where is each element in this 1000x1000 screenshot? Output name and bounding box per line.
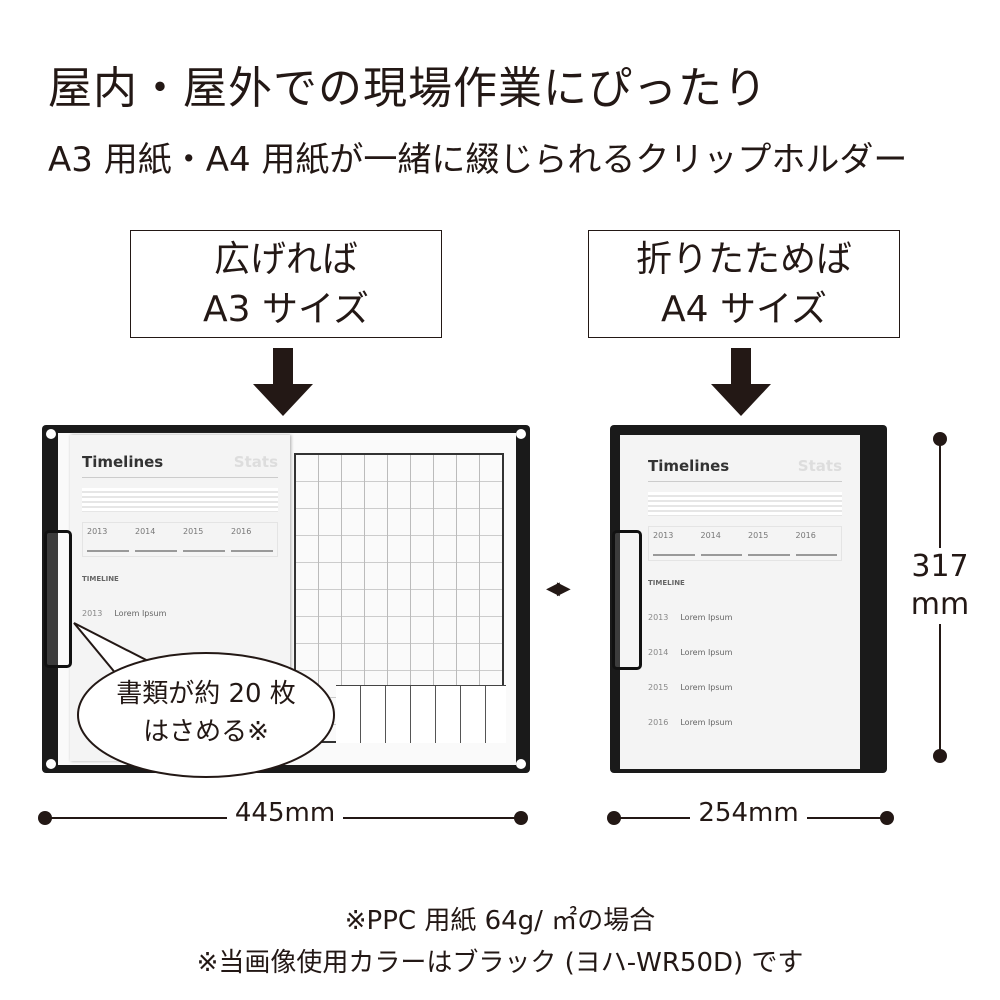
subheadline: A3 用紙・A4 用紙が一緒に綴じられるクリップホルダー <box>48 140 908 180</box>
dimension-dot <box>514 811 528 825</box>
footnote-color: ※当画像使用カラーはブラック (ヨハ-WR50D) です <box>196 948 804 978</box>
item-year: 2013 <box>82 609 103 618</box>
a4-label-box: 折りたためば A4 サイズ <box>588 230 900 338</box>
height-value: 317 <box>911 549 969 584</box>
dimension-dot <box>880 811 894 825</box>
item-label: Lorem Ipsum <box>680 718 733 727</box>
item-label: Lorem Ipsum <box>680 613 733 622</box>
a3-label-line2: A3 サイズ <box>203 289 369 330</box>
dimension-dot <box>38 811 52 825</box>
year: 2015 <box>748 531 790 556</box>
height-label: 317 mm <box>902 548 978 624</box>
doc-section: TIMELINE <box>648 579 685 587</box>
a4-width-label: 254mm <box>690 798 807 828</box>
year: 2015 <box>183 527 225 552</box>
year: 2013 <box>653 531 695 556</box>
fold-arrows-icon: ◀▶ <box>546 578 571 599</box>
item-year: 2014 <box>648 648 669 657</box>
hole <box>516 429 526 439</box>
hole <box>46 429 56 439</box>
doc-tab: Stats <box>233 453 278 471</box>
a3-label-box: 広げれば A3 サイズ <box>130 230 442 338</box>
item-label: Lorem Ipsum <box>680 683 733 692</box>
speech-bubble <box>73 622 335 778</box>
year: 2016 <box>795 531 837 556</box>
footnote-paper: ※PPC 用紙 64g/ ㎡の場合 <box>344 906 656 936</box>
year: 2013 <box>87 527 129 552</box>
title-block <box>336 685 506 743</box>
year: 2014 <box>135 527 177 552</box>
year: 2014 <box>700 531 742 556</box>
bubble-line1: 書類が約 20 枚 <box>116 679 296 709</box>
a3-label-line1: 広げれば <box>213 239 358 280</box>
height-unit: mm <box>910 587 970 622</box>
bubble-line2: はさめる※ <box>143 717 269 747</box>
clip <box>44 530 72 668</box>
clip <box>612 530 642 670</box>
item-label: Lorem Ipsum <box>114 609 167 618</box>
hole <box>46 759 56 769</box>
headline: 屋内・屋外での現場作業にぴったり <box>48 63 768 114</box>
item-year: 2016 <box>648 718 669 727</box>
dimension-dot <box>933 432 947 446</box>
doc-title: Timelines <box>648 457 730 475</box>
item-label: Lorem Ipsum <box>680 648 733 657</box>
a3-width-label: 445mm <box>226 798 344 828</box>
item-year: 2013 <box>648 613 669 622</box>
dimension-dot <box>933 749 947 763</box>
doc-section: TIMELINE <box>82 575 119 583</box>
a4-label-line2: A4 サイズ <box>661 289 827 330</box>
a4-label-line1: 折りたためば <box>635 239 852 280</box>
item-year: 2015 <box>648 683 669 692</box>
hole <box>516 759 526 769</box>
doc-tab: Stats <box>797 457 842 475</box>
blueprint-drawing <box>294 453 506 743</box>
doc-title: Timelines <box>82 453 164 471</box>
dimension-dot <box>607 811 621 825</box>
year: 2016 <box>231 527 273 552</box>
bubble-text: 書類が約 20 枚 はさめる※ <box>78 675 334 751</box>
